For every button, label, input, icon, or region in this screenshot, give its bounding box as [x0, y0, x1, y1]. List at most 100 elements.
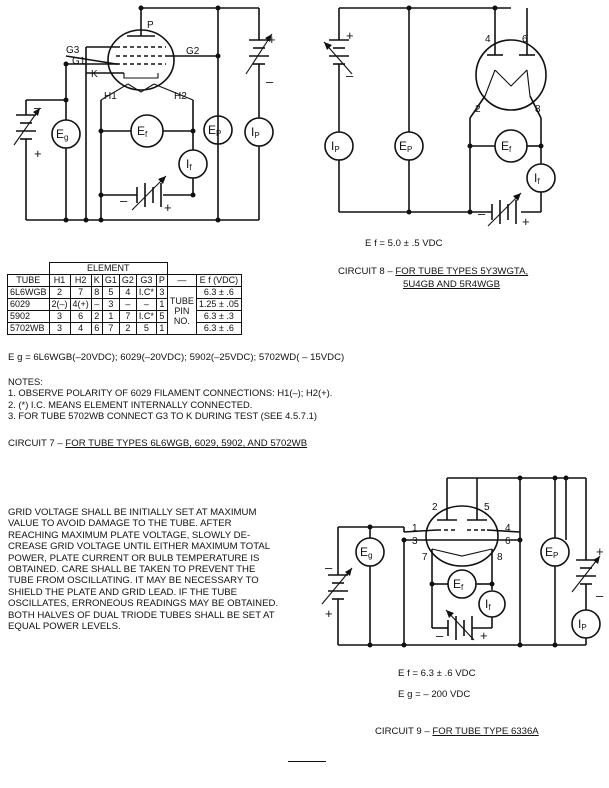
table-cell: 6.3 ± .6 [195, 286, 242, 299]
ip-sub: P [254, 131, 259, 140]
eg-values-line: E g = 6L6WGB(–20VDC); 6029(–20VDC); 5902… [8, 352, 345, 363]
svg-text:IP: IP [331, 139, 340, 154]
svg-text:Eg: Eg [56, 127, 68, 142]
minus-mark: – [596, 588, 604, 603]
svg-text:IP: IP [578, 617, 587, 632]
circuit-9-schematic: 2 5 1 4 3 6 7 8 Eg EP Ef If IP – + + – –… [321, 475, 604, 648]
notes-title: NOTES: [8, 376, 43, 387]
svg-text:If: If [186, 157, 192, 172]
table-cell: 3 [48, 322, 71, 335]
pin-label-line: PIN [174, 305, 190, 316]
ef-meter-c7 [130, 114, 164, 148]
table-cell: – [118, 298, 137, 311]
plus-mark: + [522, 214, 530, 229]
pin-label-p: P [147, 20, 154, 31]
table-row: 5702WB 3 4 6 7 2 5 1 6.3 ± .6 [7, 322, 242, 335]
instruction-line: EQUAL POWER LEVELS. [8, 621, 121, 633]
svg-text:Eg: Eg [360, 545, 372, 560]
ip-sub: P [334, 145, 339, 154]
instruction-line: GRID VOLTAGE SHALL BE INITIALLY SET AT M… [8, 507, 257, 518]
plus-mark: + [596, 544, 604, 559]
table-cell: 4 [118, 286, 137, 299]
instruction-line: BOTH HALVES OF DUAL TRIODE TUBES SHALL B… [8, 609, 275, 621]
table-row: 6029 2(–) 4(+) – 3 – – 1 1.25 ± .05 [7, 298, 242, 311]
pin-label-g2: G2 [186, 46, 200, 57]
if-meter-c7 [178, 149, 208, 179]
table-cell: – [90, 298, 103, 311]
table-cell: 6.3 ± .6 [195, 322, 242, 335]
grid-battery-c9 [321, 567, 353, 605]
if-label: I [534, 171, 537, 185]
filament-battery-c8 [487, 192, 522, 227]
circuit-7-schematic: P G3 G1 K G2 H1 H2 Eg Ef If EP IP – + – … [13, 5, 276, 223]
ef-meter-c9 [447, 569, 477, 599]
svg-text:Ef: Ef [137, 124, 148, 139]
ep-meter-c7 [203, 115, 233, 145]
table-cell: 4(+) [69, 298, 92, 311]
plate-battery-c7 [245, 33, 273, 75]
eg-label: E [56, 127, 64, 141]
pin-label-8: 8 [497, 552, 503, 563]
grid-battery-c7 [13, 107, 41, 146]
table-cell: 5 [155, 310, 168, 323]
circuit8-caption: CIRCUIT 8 – FOR TUBE TYPES 5Y3WGTA, [338, 266, 528, 277]
table-cell: 3 [155, 286, 168, 299]
if-sub: f [189, 163, 192, 172]
minus-mark: – [436, 628, 444, 643]
minus-mark: – [478, 206, 486, 221]
svg-text:EP: EP [208, 123, 221, 138]
pin-label-line: TUBE [169, 295, 194, 306]
table-cell: 4 [69, 322, 92, 335]
ef-sub: f [509, 145, 512, 154]
pin-label-2: 2 [475, 104, 481, 115]
ip-sub: P [581, 623, 586, 632]
table-cell: 6 [69, 310, 92, 323]
col-header: E f (VDC) [195, 274, 242, 287]
ep-label: E [545, 545, 553, 559]
filament-battery-c9 [445, 609, 475, 641]
filament-battery-c7 [131, 175, 167, 211]
circuit9-ef-value: E f = 6.3 ± .6 VDC [398, 668, 476, 679]
table-row: 6L6WGB 2 7 8 5 4 I.C* 3 TUBE PIN NO. 6.3… [7, 286, 242, 335]
col-header: H1 [48, 274, 71, 287]
pin-label-5: 5 [484, 502, 490, 513]
plate-battery-c9 [571, 555, 601, 593]
svg-text:Ef: Ef [453, 577, 464, 592]
eg-sub: g [368, 551, 372, 560]
table-cell: 8 [90, 286, 103, 299]
circuit9-caption-prefix: CIRCUIT 9 – [375, 726, 433, 737]
ip-label: I [331, 139, 334, 153]
svg-text:IP: IP [251, 125, 260, 140]
eg-sub: g [64, 133, 68, 142]
pin-label-3: 3 [412, 536, 418, 547]
grid-voltage-instructions: GRID VOLTAGE SHALL BE INITIALLY SET AT M… [8, 507, 278, 632]
instruction-line: POWER, PLATE CURRENT OR BULB TEMPERATURE… [8, 552, 260, 564]
ep-sub: P [216, 129, 221, 138]
minus-mark: – [266, 74, 274, 89]
if-sub: f [537, 177, 540, 186]
if-meter-c9 [478, 590, 506, 618]
table-cell: 7 [101, 322, 120, 335]
ep-sub: P [553, 551, 558, 560]
col-header: — [166, 274, 197, 287]
pin-label-2: 2 [432, 502, 438, 513]
instruction-line: SHIELD THE PLATE AND GRID LEAD. IF THE T… [8, 586, 238, 598]
table-cell: 5 [135, 322, 157, 335]
ip-label: I [251, 125, 254, 139]
table-cell: 3 [101, 298, 120, 311]
note-item: 1. OBSERVE POLARITY OF 6029 FILAMENT CON… [8, 387, 333, 399]
pin-label-7: 7 [422, 552, 428, 563]
table-cell: I.C* [135, 310, 157, 323]
element-table: ELEMENT TUBE H1 H2 K G1 G2 G3 P — E f (V… [7, 262, 242, 335]
svg-text:If: If [534, 171, 540, 186]
plus-mark: + [164, 200, 172, 215]
ep-sub: P [407, 145, 412, 154]
if-label: I [485, 597, 488, 611]
table-cell: 5702WB [7, 322, 50, 335]
eg-label: E [360, 545, 368, 559]
col-header: G1 [101, 274, 120, 287]
plus-mark: + [268, 32, 276, 47]
table-cell: 7 [69, 286, 92, 299]
pin-label-k: K [91, 69, 98, 80]
